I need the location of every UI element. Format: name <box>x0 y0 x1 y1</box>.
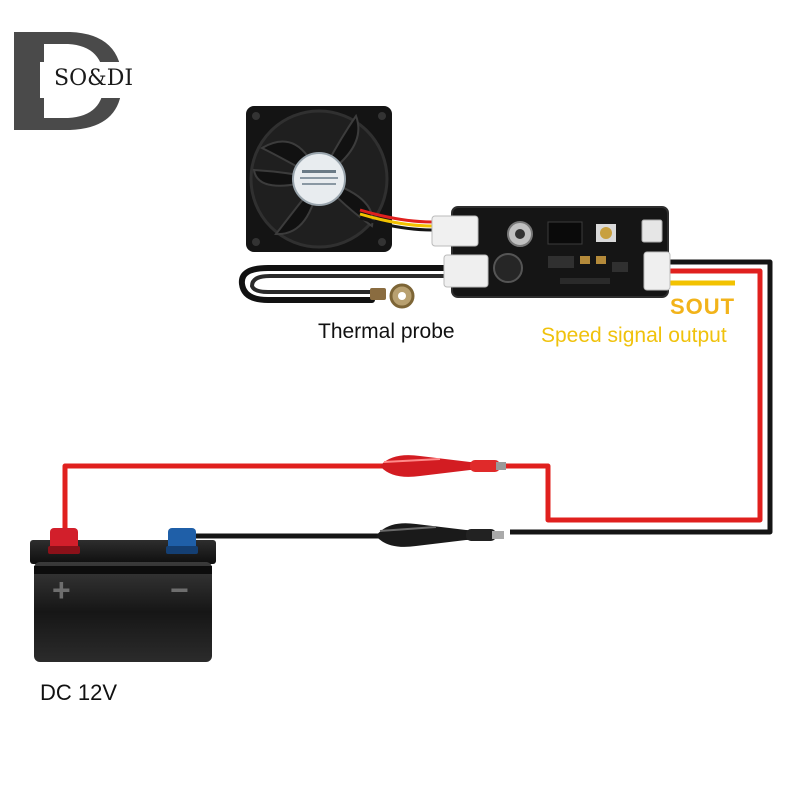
thermal-probe-label: Thermal probe <box>318 320 455 343</box>
battery-voltage-label: DC 12V <box>40 680 118 705</box>
alligator-clip-black <box>376 523 504 547</box>
brand-logo <box>14 32 136 130</box>
speed-signal-label: Speed signal output <box>541 324 727 347</box>
red-wire-battery <box>62 463 388 540</box>
logo-text: SO&DI <box>54 66 134 91</box>
red-wire-board <box>494 268 763 523</box>
cooling-fan <box>246 106 433 252</box>
negative-terminal <box>168 528 196 550</box>
battery-minus-sign: − <box>170 572 189 608</box>
alligator-clip-red <box>380 455 506 477</box>
battery-plus-sign: + <box>52 572 71 608</box>
battery-12v <box>30 528 216 662</box>
sout-label: SOUT <box>670 294 736 319</box>
thermal-probe <box>238 265 455 309</box>
positive-terminal <box>50 528 78 550</box>
controller-board <box>431 206 671 298</box>
black-wire-board <box>510 259 773 535</box>
